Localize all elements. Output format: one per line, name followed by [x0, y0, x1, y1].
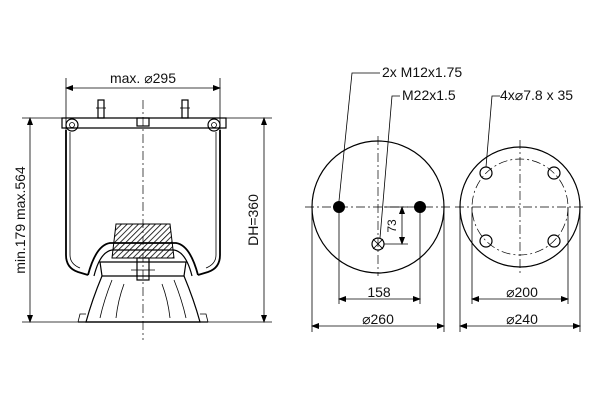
- stud-leader: [338, 72, 380, 202]
- top-plate: [61, 117, 227, 129]
- mounting-holes-label: 4x⌀7.8 x 35: [500, 87, 573, 103]
- fitting-leader: [379, 95, 400, 239]
- holes-leader: [485, 95, 500, 168]
- bumper: [111, 223, 175, 259]
- center-bolt: [136, 257, 150, 281]
- bolt-circle-label: ⌀200: [506, 284, 538, 300]
- piston-diameter-label: ⌀240: [506, 311, 538, 327]
- bellows-wall-left: [65, 130, 89, 276]
- air-fitting-label: M22x1.5: [402, 87, 456, 103]
- top-plate-diameter-label: ⌀260: [362, 311, 394, 327]
- bellows-wall-right: [197, 130, 221, 276]
- top-studs: [96, 99, 190, 127]
- offset-label: 73: [385, 219, 399, 233]
- stud-hole-right: [414, 201, 426, 213]
- air-spring-side-view: [22, 78, 272, 340]
- design-height-label: DH=360: [245, 194, 261, 246]
- stud-hole-left: [333, 201, 345, 213]
- piston-bottom-view: [455, 95, 585, 332]
- top-plate-view: [305, 72, 451, 332]
- height-range-label: min.179 max.564: [12, 166, 28, 274]
- stud-spacing-label: 158: [367, 284, 391, 300]
- thread-studs-label: 2x M12x1.75: [382, 64, 462, 80]
- top-width-label: max. ⌀295: [110, 70, 176, 86]
